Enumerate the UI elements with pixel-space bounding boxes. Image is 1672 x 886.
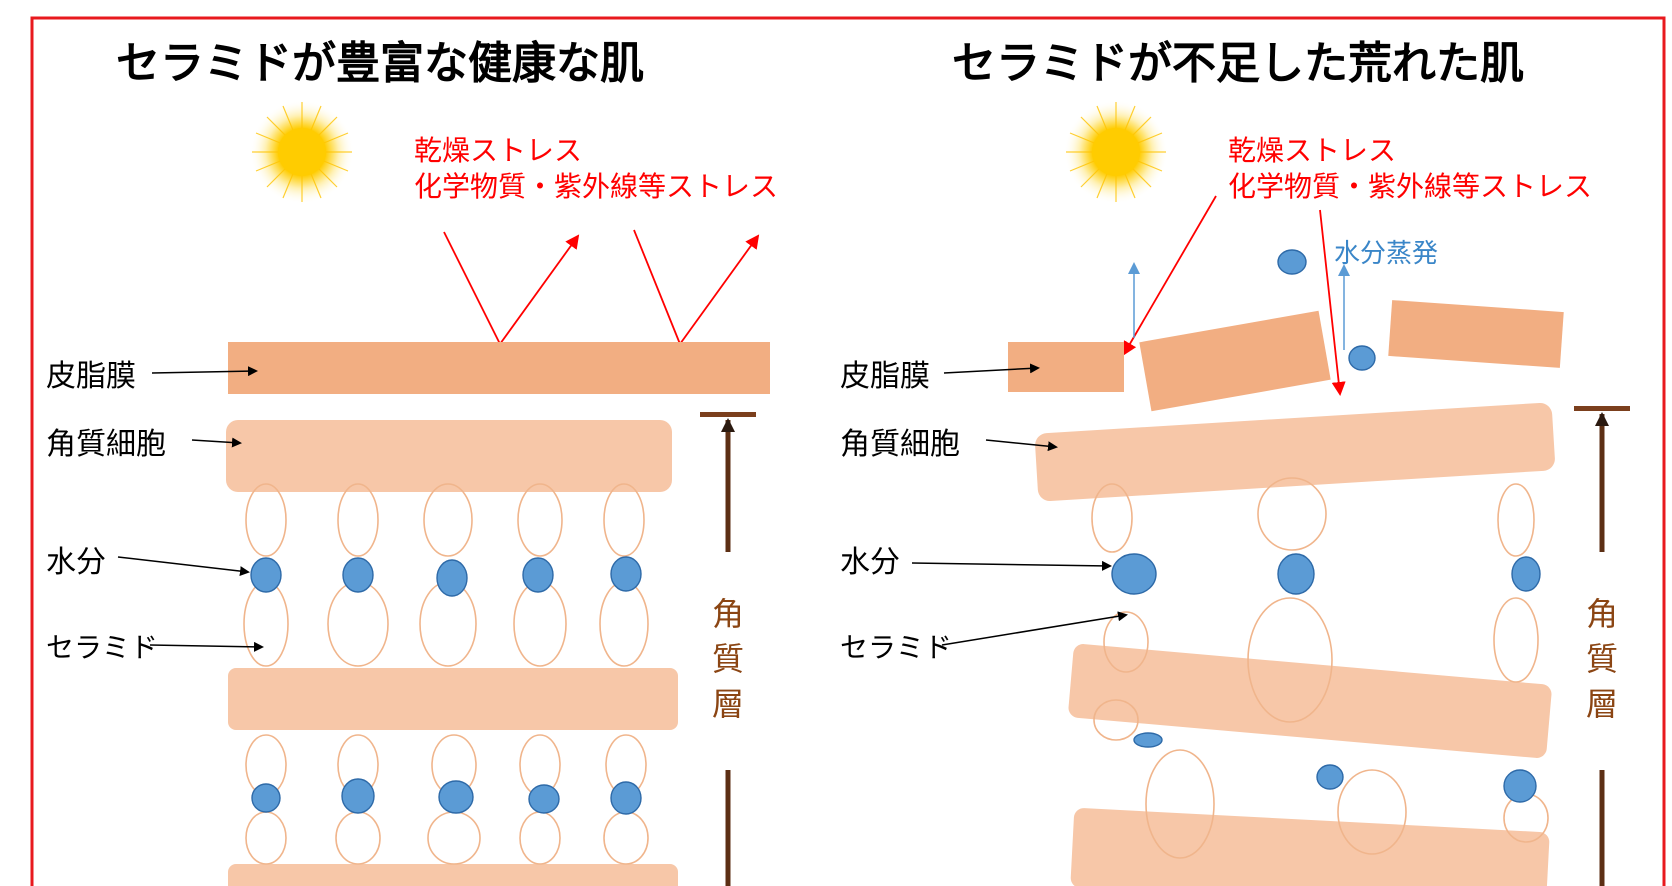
right-corneocyte-1	[1035, 402, 1555, 502]
left-sebum-membrane	[228, 342, 770, 394]
right-panel: セラミドが不足した荒れた肌 乾燥ストレス 化学物質・紫外線等ストレス 水分蒸発	[840, 38, 1630, 886]
left-stress-line1: 乾燥ストレス	[414, 134, 582, 167]
right-label-water: 水分	[840, 545, 900, 580]
right-layer-char-3: 層	[1586, 685, 1618, 723]
right-layer-char-1: 角	[1586, 595, 1618, 633]
left-corneocyte-3	[228, 864, 678, 886]
right-stratum-corneum-bracket	[1574, 406, 1630, 886]
right-layer-char-2: 質	[1586, 640, 1618, 678]
left-label-corneocyte: 角質細胞	[46, 427, 166, 462]
left-stress-arrows	[443, 229, 760, 345]
right-evaporation-arrows	[1128, 262, 1350, 350]
right-label-ceramide: セラミド	[840, 631, 952, 664]
right-label-arrows	[911, 363, 1128, 646]
left-panel: セラミドが豊富な健康な肌 乾燥ストレス 化学物質・紫外線等ストレス	[46, 38, 778, 886]
right-evaporating-droplets	[1277, 249, 1376, 371]
right-label-corneocyte: 角質細胞	[840, 427, 960, 462]
left-label-water: 水分	[46, 545, 106, 580]
right-water-droplets	[1111, 553, 1541, 803]
right-sebum-piece-3	[1388, 300, 1564, 368]
left-label-arrows	[117, 366, 264, 652]
left-water-droplets	[250, 556, 642, 815]
left-corneocyte-2	[228, 668, 678, 730]
left-stress-line2: 化学物質・紫外線等ストレス	[414, 170, 778, 203]
frame-border	[30, 16, 1666, 886]
left-title: セラミドが豊富な健康な肌	[116, 38, 644, 89]
left-layer-char-3: 層	[712, 685, 744, 723]
right-sebum-piece-1	[1008, 342, 1124, 392]
sun-icon	[1064, 100, 1168, 204]
right-evaporation-label: 水分蒸発	[1334, 239, 1438, 269]
left-corneocyte-1	[226, 420, 672, 492]
left-layer-char-2: 質	[712, 640, 744, 678]
right-stress-arrows	[1122, 195, 1346, 396]
right-corneocyte-2	[1068, 644, 1552, 758]
right-title: セラミドが不足した荒れた肌	[952, 38, 1524, 89]
left-label-sebum: 皮脂膜	[46, 359, 136, 394]
left-stratum-corneum-bracket	[700, 412, 756, 886]
right-ceramide-structures	[1091, 477, 1549, 859]
right-sebum-piece-2	[1139, 310, 1331, 412]
right-label-sebum: 皮脂膜	[840, 359, 930, 394]
sun-icon	[250, 100, 354, 204]
right-corneocyte-3	[1070, 808, 1550, 886]
left-layer-char-1: 角	[712, 595, 744, 633]
right-stress-line1: 乾燥ストレス	[1228, 134, 1396, 167]
right-stress-line2: 化学物質・紫外線等ストレス	[1228, 170, 1592, 203]
left-label-ceramide: セラミド	[46, 631, 158, 664]
